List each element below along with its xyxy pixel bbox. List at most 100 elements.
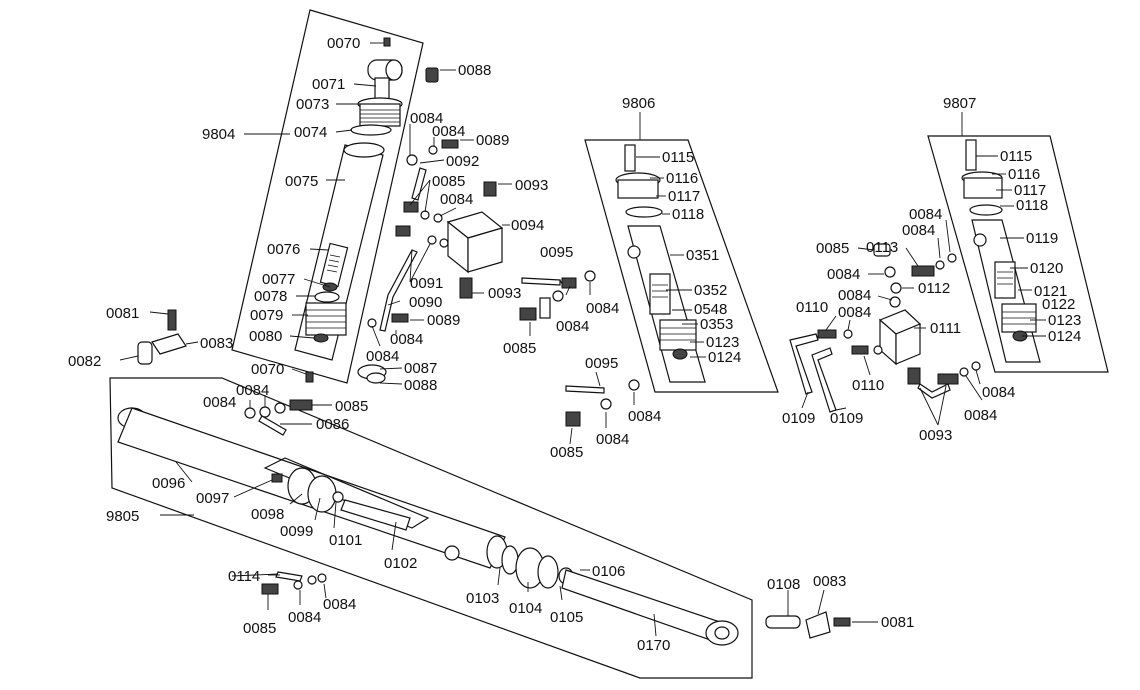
part-label: 0076 [267,241,300,258]
part-label: 0084 [410,110,443,127]
part-label: 0084 [902,222,935,239]
part-label: 0111 [930,320,961,337]
gland-body-b [963,177,1003,199]
pin-0108 [765,615,801,629]
bolt-0089b [391,313,409,323]
washer [317,573,327,583]
part-label: 0084 [432,123,465,140]
washer-0078 [314,291,340,303]
rod-0170 [561,569,721,643]
bolt-0085 [539,297,551,319]
part-label: 0091 [410,275,443,292]
eye-bore [385,59,403,81]
panel-9805 [109,377,753,679]
valve-group-right [789,243,981,413]
part-label: 0351 [686,247,719,264]
nut-0088-top [425,67,439,83]
part-label: 0084 [827,266,860,283]
part-label: 0123 [706,334,739,351]
part-label: 0085 [550,444,583,461]
part-label: 0081 [881,614,914,631]
part-label: 0073 [296,96,329,113]
part-label: 0084 [440,191,473,208]
part-label: 0170 [637,637,670,654]
nut-0080 [313,333,329,343]
fitting-0093 [483,181,497,197]
part-label: 0548 [694,301,727,318]
fitting-0093c [907,367,921,385]
part-label: 0084 [323,596,356,613]
part-label: 0085 [335,398,368,415]
pin-group-right [765,611,851,639]
part-label: 0084 [586,300,619,317]
rod-end-0071 [374,77,390,101]
assembly-label-9804: 9804 [202,126,235,143]
part-label: 0084 [596,431,629,448]
part-label: 0078 [254,288,287,305]
part-label: 0123 [1048,312,1081,329]
part-label: 0121 [1034,283,1067,300]
rod-thread [997,271,1013,285]
washer [307,575,317,585]
washer [406,154,418,166]
rod-0102 [340,499,411,531]
part-label: 0116 [1008,166,1040,183]
bracket-0083b [805,611,831,639]
bolt-0085 [289,399,313,411]
rod-eye-bore [714,626,730,640]
nut-0124 [672,348,688,360]
washer [890,282,902,294]
pipe-0109b [811,347,837,413]
washer [259,406,271,418]
bracket-0083 [151,333,187,355]
bolt-0085c [261,583,279,595]
nut-0088 [425,67,439,83]
banjo-0086 [258,415,287,436]
part-label: 0087 [404,360,437,377]
part-label: 0088 [458,62,491,79]
port [444,545,460,561]
rod-0120 [994,261,1016,299]
panel-9804 [231,9,424,384]
piston-0079 [305,302,347,336]
part-label: 0352 [694,282,727,299]
assembly-label-9806: 9806 [622,95,655,112]
banjo [561,277,577,289]
part-label: 0112 [918,280,950,297]
rod-0115 [624,144,636,172]
part-label: 0117 [668,188,700,205]
valve-0111-side [895,323,921,365]
piston-seals [1002,311,1036,325]
part-label: 0081 [106,305,139,322]
bolt-0089 [441,139,459,149]
washer [843,329,853,339]
part-label: 0097 [196,490,229,507]
part-label: 0124 [708,349,741,366]
banjo [403,201,419,213]
part-label: 0086 [316,416,349,433]
piston-seals [306,309,346,329]
assembly-label-9805: 9805 [106,508,139,525]
part-label: 0109 [830,410,863,427]
part-label: 0099 [280,523,313,540]
washer [889,296,901,308]
bolt-head [519,307,537,321]
part-label: 0084 [838,304,871,321]
part-label: 0092 [446,153,479,170]
part-label: 0353 [700,316,733,333]
part-label: 0082 [68,353,101,370]
part-label: 0084 [909,206,942,223]
part-label: 0115 [1000,148,1032,165]
washer [628,379,640,391]
washer [873,345,883,355]
part-label: 0083 [200,335,233,352]
gland-body [617,179,659,199]
part-label: 0095 [585,355,618,372]
part-label: 0113 [866,239,898,256]
part-label: 0096 [152,475,185,492]
gland-thread [360,109,400,123]
part-label: 0108 [767,576,800,593]
washer [427,235,437,245]
part-label: 0105 [550,609,583,626]
